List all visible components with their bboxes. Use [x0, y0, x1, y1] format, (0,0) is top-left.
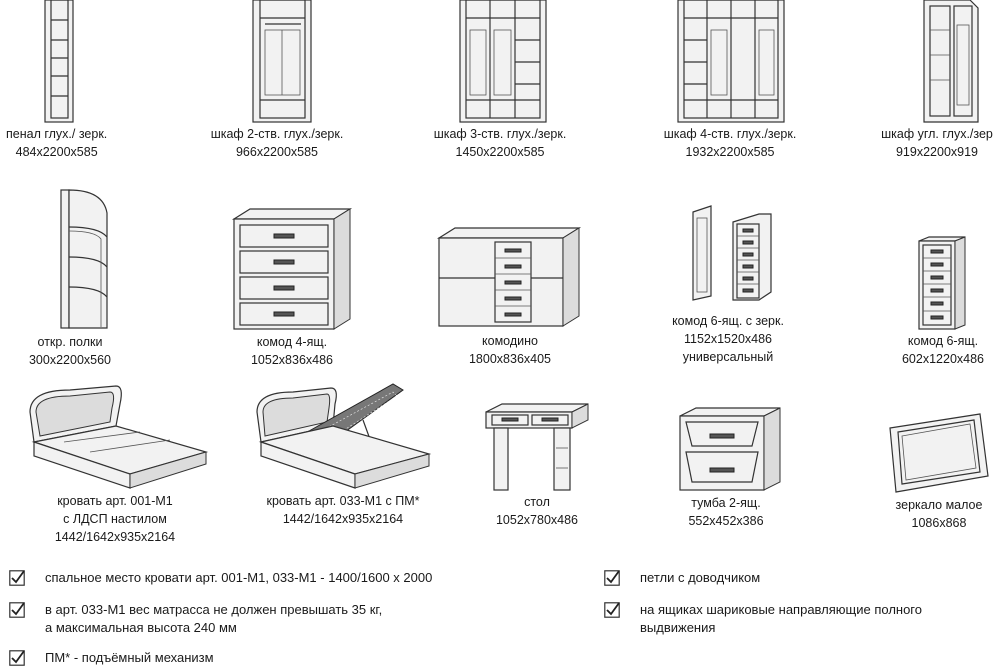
note-sleeping-area: спальное место кровати арт. 001-М1, 033-… [9, 569, 432, 587]
product-penal: пенал глух./ зерк.484x2200x585 [6, 0, 107, 161]
note-text: а максимальная высота 240 мм [45, 620, 237, 635]
bed-001-illustration [29, 385, 209, 489]
note-text: ПМ* - подъёмный механизм [45, 650, 214, 665]
product-bed-033: кровать арт. 033-М1 с ПМ*1442/1642x935x2… [243, 380, 443, 528]
caption-penal: пенал глух./ зерк.484x2200x585 [6, 127, 108, 159]
komod-6-illustration [918, 236, 966, 330]
note-lift-mechanism: ПМ* - подъёмный механизм [9, 649, 214, 667]
checkbox-checked-icon [604, 570, 620, 586]
caption-tumba: тумба 2-ящ.552x452x386 [688, 496, 764, 528]
checkbox-checked-icon [9, 602, 25, 618]
checkbox-checked-icon [9, 570, 25, 586]
bed-033-illustration [256, 383, 432, 489]
caption-shkaf-3: шкаф 3-ств. глух./зерк.1450x2200x585 [433, 127, 567, 159]
product-komod-4: комод 4-ящ.1052x836x486 [222, 205, 362, 369]
caption-komod-4: комод 4-ящ.1052x836x486 [250, 335, 334, 367]
caption-bed-033: кровать арт. 033-М1 с ПМ*1442/1642x935x2… [266, 494, 420, 526]
caption-shkaf-4: шкаф 4-ств. глух./зерк.1932x2200x585 [663, 127, 797, 159]
product-shkaf-3: шкаф 3-ств. глух./зерк.1450x2200x585 [420, 0, 580, 161]
checkbox-checked-icon [9, 650, 25, 666]
note-text: петли с доводчиком [640, 570, 761, 585]
note-text: на ящиках шариковые направляющие полного [640, 602, 922, 617]
note-drawer-guides: на ящиках шариковые направляющие полного… [604, 601, 922, 637]
stol-illustration [485, 403, 589, 491]
shkaf-2-illustration [252, 0, 312, 123]
caption-shkaf-2: шкаф 2-ств. глух./зерк.966x2200x585 [210, 127, 344, 159]
note-text: выдвижения [640, 620, 716, 635]
product-shkaf-2: шкаф 2-ств. глух./зерк.966x2200x585 [197, 0, 357, 161]
shkaf-ugl-illustration [923, 0, 979, 123]
shkaf-4-illustration [677, 0, 785, 123]
shkaf-3-illustration [459, 0, 547, 123]
komod-6-zerk-illustration [692, 205, 772, 301]
product-komod-6: комод 6-ящ.602x1220x486 [893, 235, 993, 368]
polki-illustration [60, 189, 108, 329]
penal-illustration [44, 0, 74, 123]
note-text: в арт. 033-М1 вес матрасса не должен пре… [45, 602, 383, 617]
komod-4-illustration [231, 208, 353, 330]
note-mattress: в арт. 033-М1 вес матрасса не должен пре… [9, 601, 382, 637]
note-hinges: петли с доводчиком [604, 569, 760, 587]
tumba-illustration [679, 407, 781, 491]
zerkalo-illustration [889, 413, 989, 493]
checkbox-checked-icon [604, 602, 620, 618]
product-tumba: тумба 2-ящ.552x452x386 [666, 404, 786, 530]
note-text: спальное место кровати арт. 001-М1, 033-… [45, 570, 433, 585]
komodino-illustration [436, 227, 582, 327]
caption-komod-6: комод 6-ящ.602x1220x486 [901, 334, 985, 366]
product-shkaf-4: шкаф 4-ств. глух./зерк.1932x2200x585 [645, 0, 815, 161]
